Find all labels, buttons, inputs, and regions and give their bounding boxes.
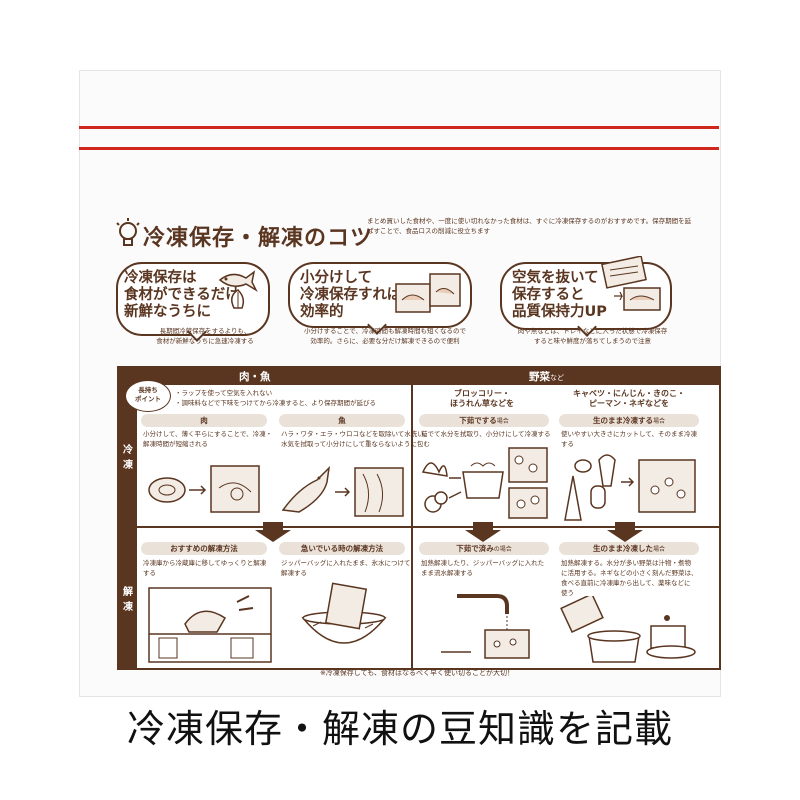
thaw-recommend-title: おすすめの解凍方法 — [141, 542, 267, 555]
tip-sub-fresh: 長期間冷蔵保存をするよりも、 食材が新鮮なうちに急速冷凍する — [156, 327, 254, 345]
pot-icon — [462, 471, 504, 499]
tip-head: 冷凍保存は 食材ができるだけ 新鮮なうちに — [124, 270, 240, 320]
bowl-icon — [301, 582, 387, 644]
arrow-down-icon — [255, 522, 291, 542]
tip-sub-air: 肉や魚などは、トレイなどに入った状態で冷凍保存 すると味や鮮度が落ちてしまうので… — [517, 327, 668, 345]
long-life-badge: 長持ち ポイント — [125, 380, 171, 412]
fridge-icon — [148, 587, 272, 663]
bulb-icon — [116, 218, 140, 246]
tip-bubble-fresh: 冷凍保存は 食材ができるだけ 新鮮なうちに — [116, 262, 270, 336]
footnote: ※冷凍保存しても、食材はなるべく早く使い切ることが大切！ — [319, 669, 515, 677]
meat-text: 小分けして、薄く平らにすることで、冷凍・ 解凍時間が短縮される — [143, 430, 273, 448]
tip-head: 小分けして 冷凍保存すれば 効率的 — [300, 270, 402, 320]
caption: 冷凍保存・解凍の豆知識を記載 — [126, 707, 673, 751]
vegetable-icon — [421, 447, 548, 519]
thaw-boiled-title: 下茹で済みの場合 — [419, 542, 549, 555]
veg2-title: キャベツ・にんじん・きのこ・ ピーマン・ネギなどを — [573, 389, 685, 408]
arrow-down-icon — [607, 522, 643, 542]
vegetable-icon — [564, 454, 696, 521]
thaw-raw-title: 生のまま冷凍した場合 — [559, 542, 699, 555]
thaw-boiled-text: 加熱解凍したり、ジッパーバッグに入れた まま流水解凍する — [421, 559, 545, 577]
bag-icon — [601, 256, 661, 311]
table-header: 肉・魚 野菜など — [119, 368, 719, 385]
thaw-raw-text: 加熱解凍する。水分が多い野菜は汁物・煮物 に活用する。ネギなどの小さく刻んだ野菜… — [561, 559, 698, 597]
long-life-points: ・ラップを使って空気を入れない ・調味料などで下味をつけてから冷凍すると、より保… — [175, 389, 376, 407]
thaw-recommend-text: 冷凍庫から冷蔵庫に移してゆっくりと解凍 する — [143, 559, 267, 577]
header-veg: 野菜など — [529, 371, 564, 383]
freeze-thaw-table: 肉・魚 野菜など 冷 凍 解 凍 長持ち ポイント ・ラップを使って空気を入れな… — [117, 366, 721, 670]
arrow-down-icon — [465, 522, 501, 542]
title-row: 冷凍保存・解凍のコツ まとめ買いした食材や、一度に使い切れなかった食材は、すぐに… — [115, 214, 695, 262]
side-label-thaw: 解 凍 — [119, 528, 137, 668]
meat-icon — [148, 465, 260, 513]
meat-title: 肉 — [141, 414, 267, 427]
veg2-pill: 生のまま冷凍する場合 — [559, 414, 699, 427]
zip-line-top — [79, 126, 719, 129]
side-label-freeze: 冷 凍 — [119, 385, 137, 526]
thaw-quick-title: 急いでいる時の解凍方法 — [279, 542, 405, 555]
zip-line-bottom — [79, 147, 719, 150]
fish-text: ハラ・ワタ・エラ・ウロコなどを取除いて水洗い。 水気を拭取って小分けにして重なら… — [281, 430, 431, 448]
page-title: 冷凍保存・解凍のコツ — [143, 226, 374, 251]
header-meat-fish: 肉・魚 — [239, 371, 271, 383]
fish-icon — [218, 270, 258, 309]
fish-icon — [281, 465, 404, 517]
veg1-title: ブロッコリー・ ほうれん草などを — [450, 389, 514, 408]
row-divider — [119, 526, 719, 528]
tip-sub-split: 小分けすることで、冷凍時間も解凍時間も短くなるので 効率的。さらに、必要な分だけ… — [303, 327, 467, 345]
fish-title: 魚 — [279, 414, 405, 427]
tip-bubble-split: 小分けして 冷凍保存すれば 効率的 — [288, 262, 472, 328]
veg1-pill: 下茹でする場合 — [419, 414, 549, 427]
bag-icon — [395, 273, 461, 313]
thaw-quick-text: ジッパーバッグに入れたまま、氷水につけて 解凍する — [281, 559, 411, 577]
veg1-text: 茹でて水分を拭取り、小分けにして冷凍する — [421, 430, 551, 438]
veg2-text: 使いやすい大きさにカットして、そのまま冷凍 する — [561, 430, 697, 448]
tip-head: 空気を抜いて 保存すると 品質保持力UP — [512, 270, 607, 320]
title-note: まとめ買いした食材や、一度に使い切れなかった食材は、すぐに冷凍保存するのがおすす… — [367, 217, 692, 235]
pot-icon — [560, 596, 696, 663]
faucet-icon — [441, 594, 530, 659]
